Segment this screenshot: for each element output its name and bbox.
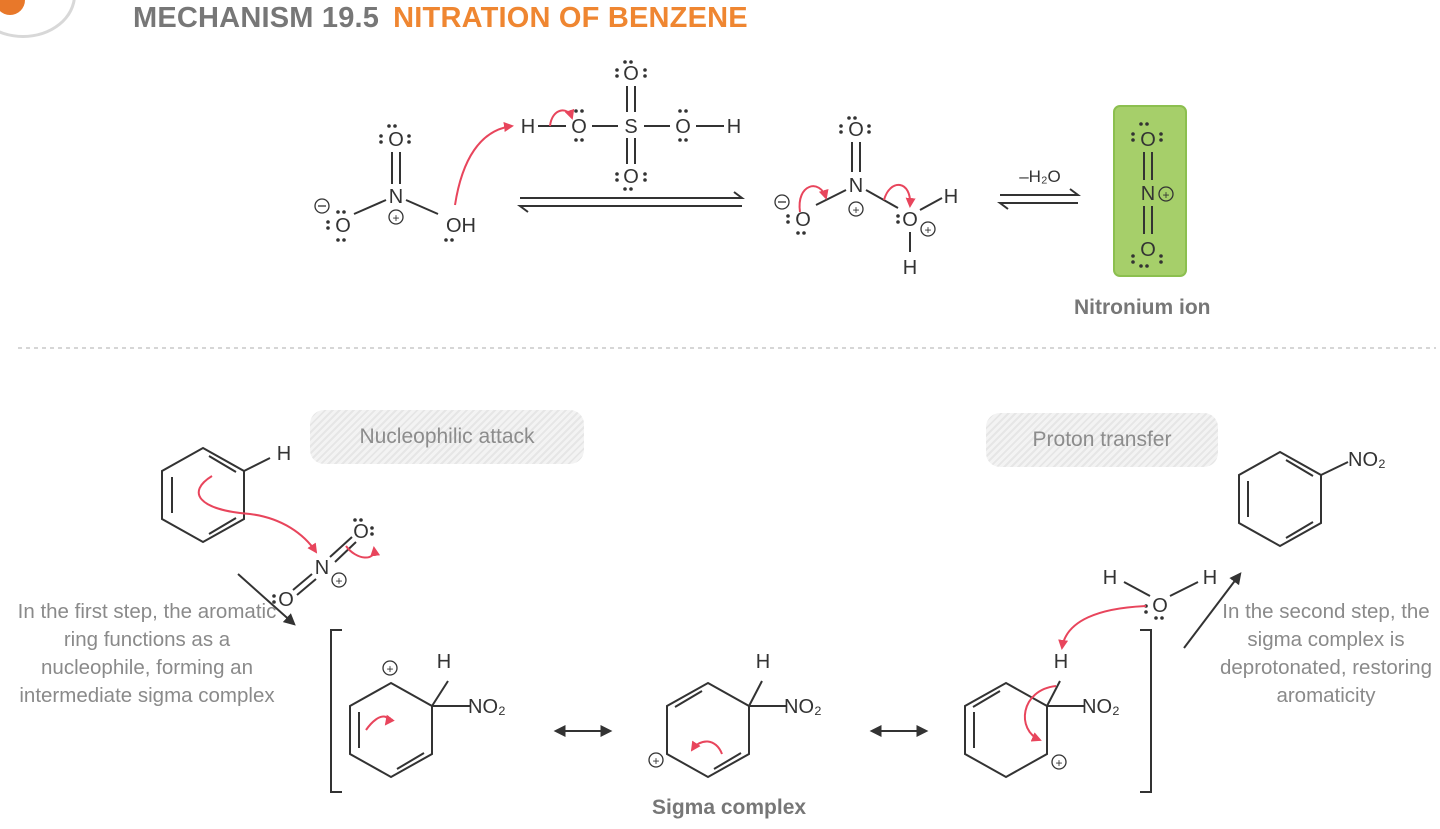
svg-text:H: H bbox=[277, 443, 291, 465]
sigma-complex-caption: Sigma complex bbox=[652, 796, 807, 819]
nucleophilic-attack-label: Nucleophilic attack bbox=[310, 410, 584, 464]
nitric-acid: O N O OH + bbox=[314, 124, 476, 242]
proton-transfer-label: Proton transfer bbox=[986, 413, 1218, 467]
minus-water-label: –H₂O bbox=[1019, 167, 1061, 186]
svg-text:+: + bbox=[386, 662, 393, 676]
reaction-arrow-2 bbox=[1183, 572, 1242, 649]
no2-label-product: NO₂ bbox=[1348, 449, 1386, 471]
sigma-complex-1: H + bbox=[349, 651, 470, 779]
no2-label-2: NO₂ bbox=[784, 696, 822, 718]
water-molecule: H H O bbox=[1103, 567, 1217, 620]
benzene: H bbox=[161, 443, 291, 544]
svg-text:O: O bbox=[902, 209, 918, 231]
svg-text:O: O bbox=[1152, 595, 1168, 617]
nitronium-caption: Nitronium ion bbox=[1074, 296, 1211, 319]
svg-text:O: O bbox=[848, 119, 864, 141]
svg-text:H: H bbox=[1103, 567, 1117, 589]
nitronium-highlight bbox=[1113, 105, 1187, 277]
svg-text:OH: OH bbox=[446, 215, 476, 237]
equilibrium-arrow bbox=[517, 191, 745, 213]
svg-text:H: H bbox=[437, 651, 451, 673]
svg-text:+: + bbox=[924, 223, 931, 237]
mechanism-name: NITRATION OF BENZENE bbox=[393, 2, 748, 34]
svg-text:N: N bbox=[389, 186, 403, 208]
svg-text:O: O bbox=[795, 209, 811, 231]
svg-text:+: + bbox=[852, 203, 859, 217]
nitrobenzene bbox=[1238, 450, 1349, 548]
svg-text:N: N bbox=[1141, 183, 1155, 205]
svg-text:H: H bbox=[903, 257, 917, 279]
svg-text:O: O bbox=[623, 166, 639, 188]
svg-text:O: O bbox=[1140, 239, 1156, 261]
svg-text:O: O bbox=[388, 129, 404, 151]
svg-text:+: + bbox=[392, 211, 399, 225]
svg-text:S: S bbox=[624, 116, 637, 138]
svg-text:O: O bbox=[675, 116, 691, 138]
svg-text:+: + bbox=[335, 574, 342, 588]
resonance-brackets bbox=[330, 629, 1152, 793]
svg-text:O: O bbox=[278, 589, 294, 611]
svg-text:+: + bbox=[1055, 756, 1062, 770]
reaction-arrow-1 bbox=[237, 573, 296, 626]
first-step-note: In the first step, the aromatic ring fun… bbox=[17, 600, 277, 707]
dehydration-arrow: –H₂O bbox=[997, 167, 1081, 210]
svg-text:H: H bbox=[521, 116, 535, 138]
svg-text:H: H bbox=[1054, 651, 1068, 673]
svg-text:O: O bbox=[571, 116, 587, 138]
svg-text:+: + bbox=[1162, 188, 1169, 202]
svg-text:H: H bbox=[756, 651, 770, 673]
no2-label-3: NO₂ bbox=[1082, 696, 1120, 718]
svg-text:O: O bbox=[335, 215, 351, 237]
page-title: MECHANISM 19.5 NITRATION OF BENZENE bbox=[133, 2, 748, 35]
nitronium-ion: O N + O bbox=[1113, 105, 1187, 277]
second-step-note: In the second step, the sigma complex is… bbox=[1220, 600, 1432, 707]
svg-text:O: O bbox=[1140, 129, 1156, 151]
svg-text:O: O bbox=[623, 63, 639, 85]
svg-text:N: N bbox=[849, 175, 863, 197]
curved-arrows-step2 bbox=[197, 475, 1147, 755]
svg-text:O: O bbox=[353, 521, 369, 543]
attacking-nitronium: N O O + bbox=[272, 518, 374, 611]
sigma-complex-3: H + bbox=[964, 651, 1084, 779]
sulfuric-acid: H O S O H O O bbox=[521, 60, 741, 191]
svg-text:N: N bbox=[315, 557, 329, 579]
svg-text:H: H bbox=[1203, 567, 1217, 589]
no2-label-1: NO₂ bbox=[468, 696, 506, 718]
svg-text:H: H bbox=[727, 116, 741, 138]
logo-mark bbox=[0, 0, 25, 15]
mechanism-number: MECHANISM 19.5 bbox=[133, 2, 380, 34]
svg-text:H: H bbox=[944, 186, 958, 208]
curved-arrows-step1 bbox=[454, 108, 916, 213]
protonated-nitric-acid: O N O O H H + + bbox=[774, 116, 958, 279]
svg-text:+: + bbox=[652, 754, 659, 768]
sigma-complex-2: H + bbox=[648, 651, 786, 779]
